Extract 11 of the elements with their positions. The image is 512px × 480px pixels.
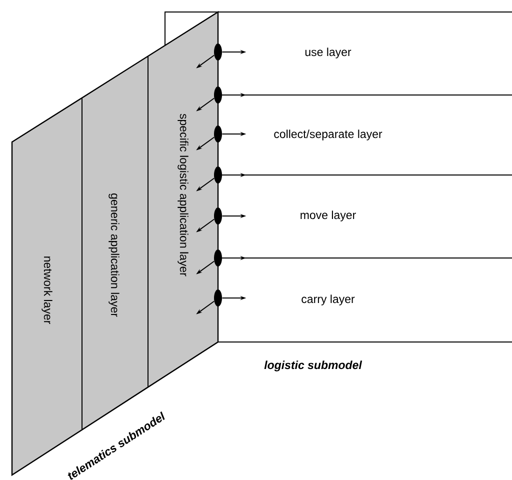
- connector-dot: [214, 208, 222, 224]
- connector-dot: [214, 86, 222, 104]
- connector-dot: [214, 250, 222, 266]
- layer-label: collect/separate layer: [274, 130, 382, 140]
- connector-dot: [214, 290, 222, 306]
- layer-label: move layer: [300, 210, 356, 222]
- connector-dot: [214, 44, 222, 60]
- layer-label: use layer: [305, 48, 352, 58]
- connector-dot: [214, 126, 222, 142]
- layer-label: carry layer: [302, 294, 355, 306]
- connector-dot: [214, 166, 222, 184]
